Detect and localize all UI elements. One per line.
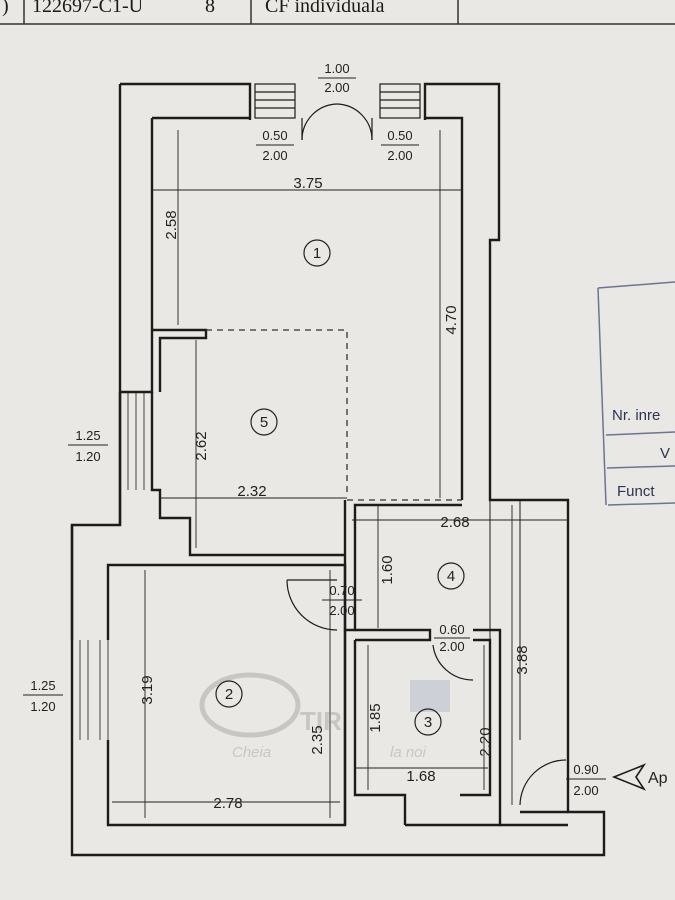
room-2-circle (215, 680, 243, 708)
room-3-circle (414, 708, 442, 736)
room-4-circle (437, 562, 465, 590)
dim-room1-width: 3.75 (293, 175, 322, 192)
top-window-left-width: 0.50 (262, 128, 287, 143)
dim-room3-right-height: 2.20 (477, 727, 494, 756)
entrance-door-width: 0.90 (573, 762, 598, 777)
dimension-lines (112, 130, 568, 818)
dim-room2-inner-height: 2.35 (309, 725, 326, 754)
door-room3-height: 2.00 (439, 639, 464, 654)
dashed-boundaries (206, 329, 462, 501)
dim-room1-left-height: 2.58 (163, 210, 180, 239)
top-openings (254, 83, 421, 141)
side-table-row2: V (660, 445, 670, 462)
cadastral-code: 122697-C1-U (32, 0, 144, 17)
top-window-right-height: 2.00 (387, 148, 412, 163)
header-table: ) 122697-C1-U 8 CF individuala (0, 0, 675, 25)
book-type: CF individuala (265, 0, 385, 17)
top-door-width: 1.00 (324, 61, 349, 76)
dim-room4-width: 2.68 (440, 514, 469, 531)
watermark: TIR Cheia la noi (199, 672, 450, 761)
dim-room5-width: 2.32 (237, 483, 266, 500)
opening-labels: 1.00 2.00 0.50 2.00 0.50 2.00 1.25 1.20 … (23, 61, 606, 798)
left-window-lower-height: 1.20 (30, 699, 55, 714)
top-door-height: 2.00 (324, 80, 349, 95)
dim-room2-height: 3.19 (139, 675, 156, 704)
room-2-number: 2 (225, 686, 233, 703)
room-1-circle (303, 239, 331, 267)
room-5-number: 5 (260, 414, 268, 431)
left-window-upper-width: 1.25 (75, 428, 100, 443)
cadastral-code-suffix: 8 (205, 0, 215, 17)
door-arcs (286, 579, 567, 806)
dim-room1-right-height: 4.70 (443, 305, 460, 334)
door-room2-width: 0.70 (329, 583, 354, 598)
dim-room4-right-height: 3.88 (514, 645, 531, 674)
room-labels: 1 2 3 4 5 (215, 239, 465, 736)
walls (70, 82, 606, 857)
dim-room3-width: 1.68 (406, 768, 435, 785)
left-window-upper-height: 1.20 (75, 449, 100, 464)
dim-room3-height: 1.85 (367, 703, 384, 732)
watermark-tagline-end: la noi (390, 744, 427, 761)
dim-room2-width: 2.78 (213, 795, 242, 812)
dimension-labels: 3.75 2.58 4.70 2.62 2.32 2.68 1.60 3.88 … (139, 175, 531, 812)
room-5-circle (250, 408, 278, 436)
entrance-marker: Ap (611, 763, 668, 791)
door-room3-width: 0.60 (439, 622, 464, 637)
top-window-right-width: 0.50 (387, 128, 412, 143)
header-cell-left: ) (2, 0, 9, 17)
dim-room4-height: 1.60 (379, 555, 396, 584)
room-4-number: 4 (447, 568, 455, 585)
room-1-number: 1 (313, 245, 321, 262)
side-table-row1: Nr. inre (612, 407, 660, 424)
entrance-label: Ap (648, 770, 668, 787)
door-room2-height: 2.00 (329, 603, 354, 618)
side-table: Nr. inre V Funct (597, 281, 675, 506)
left-window-lower-width: 1.25 (30, 678, 55, 693)
entrance-door-height: 2.00 (573, 783, 598, 798)
entrance-arrow-icon (611, 763, 647, 791)
room-3-number: 3 (424, 714, 432, 731)
watermark-brand: TIR (300, 706, 342, 736)
watermark-tagline: Cheia (232, 744, 271, 761)
top-window-left-height: 2.00 (262, 148, 287, 163)
side-table-row3: Funct (617, 483, 655, 500)
dim-room5-height: 2.62 (193, 431, 210, 460)
